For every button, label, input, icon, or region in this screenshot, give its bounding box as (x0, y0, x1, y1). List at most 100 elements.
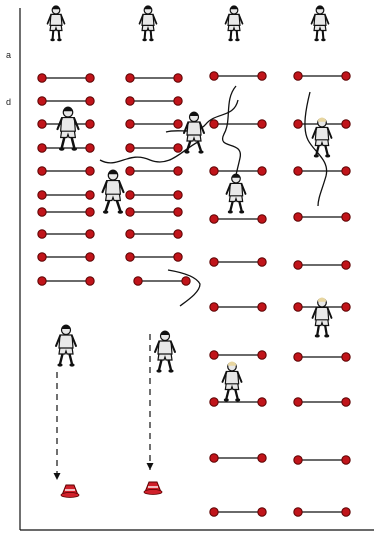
lane-4-rung-2-marker-2 (341, 119, 351, 129)
end-cones (60, 481, 163, 498)
lane-2-rung-6-marker-2 (173, 190, 183, 200)
lane-1-rung-6 (37, 190, 95, 200)
lane-2-rung-4-marker-2 (173, 143, 183, 153)
lane-3-rung-3-marker-1 (209, 166, 219, 176)
lane-4-rung-10-marker-1 (293, 507, 303, 517)
lane-2-rung-8-marker-2 (173, 229, 183, 239)
lane-1-rung-4 (37, 143, 95, 153)
lane-2-rung-10-marker-1 (133, 276, 143, 286)
lane-2-rung-3-marker-2 (173, 119, 183, 129)
lane-3-rung-3-marker-2 (257, 166, 267, 176)
lane-2-rung-5-marker-1 (125, 166, 135, 176)
lane-3-rung-5-marker-2 (257, 257, 267, 267)
lane-2-rung-9 (125, 252, 183, 262)
side-mark-a: a (6, 50, 12, 60)
sprint-line-2 (146, 334, 154, 470)
lane-1-rung-8-marker-1 (37, 229, 47, 239)
player-runner-lane-4b (311, 297, 333, 338)
lane-1-rung-8 (37, 229, 95, 239)
lane-1-rung-9-marker-1 (37, 252, 47, 262)
lane-3-rung-9 (209, 453, 267, 463)
path-lane-2b (167, 269, 201, 307)
lane-2-rung-9-marker-2 (173, 252, 183, 262)
lane-1-rung-9-marker-2 (85, 252, 95, 262)
lane-2-rung-5-marker-2 (173, 166, 183, 176)
lane-1-rung-10-marker-2 (85, 276, 95, 286)
lane-4-rung-6 (293, 302, 351, 312)
field-frame (19, 8, 374, 531)
lane-4-rung-4-marker-1 (293, 212, 303, 222)
lane-3-rung-6-marker-2 (257, 302, 267, 312)
lane-1-rung-7-marker-1 (37, 207, 47, 217)
players (46, 5, 333, 402)
lane-1-rung-1 (37, 73, 95, 83)
lane-1-rung-5 (37, 166, 95, 176)
player-start-lane-4 (310, 5, 330, 42)
lane-3-rung-2 (209, 119, 267, 129)
lane-4-rung-8-marker-2 (341, 397, 351, 407)
lane-4-rung-5 (293, 260, 351, 270)
lane-3-rung-6 (209, 302, 267, 312)
lane-4-rung-9-marker-1 (293, 455, 303, 465)
lane-3-rung-1-marker-2 (257, 71, 267, 81)
path-lane-4 (304, 91, 328, 207)
lane-2-rung-7-marker-2 (173, 207, 183, 217)
lane-2-rung-6 (125, 190, 183, 200)
lane-1-rung-5-marker-2 (85, 166, 95, 176)
lane-2-rung-3 (125, 119, 183, 129)
lane-3-rung-7-marker-2 (257, 350, 267, 360)
lane-2-rung-2 (125, 96, 183, 106)
lane-4-rung-7-marker-2 (341, 352, 351, 362)
path-lane-2a (165, 99, 239, 133)
lane-3-rung-8-marker-1 (209, 397, 219, 407)
player-start-lane-1 (46, 5, 66, 42)
lane-4-rung-9 (293, 455, 351, 465)
player-start-lane-2 (138, 5, 158, 42)
lane-2-rung-1 (125, 73, 183, 83)
end-cone-1 (60, 484, 80, 498)
lane-4-rung-6-marker-2 (341, 302, 351, 312)
player-runner-lane-4 (311, 117, 333, 158)
lane-3-rung-6-marker-1 (209, 302, 219, 312)
lane-1-rung-8-marker-2 (85, 229, 95, 239)
lane-1-rung-1-marker-1 (37, 73, 47, 83)
lane-1-rung-10 (37, 276, 95, 286)
lane-3-rung-1 (209, 71, 267, 81)
lane-3-rung-1-marker-1 (209, 71, 219, 81)
lane-1-rung-10-marker-1 (37, 276, 47, 286)
lane-2-rung-10 (133, 276, 191, 286)
lane-2-rung-8 (125, 229, 183, 239)
lane-2-rung-9-marker-1 (125, 252, 135, 262)
lane-3-rung-7 (209, 350, 267, 360)
lane-3-rung-4-marker-2 (257, 214, 267, 224)
lane-3-rung-4-marker-1 (209, 214, 219, 224)
lane-4-rung-7 (293, 352, 351, 362)
lane-4-rung-3 (293, 166, 351, 176)
lane-2-rung-5 (125, 166, 183, 176)
lane-4-rung-1 (293, 71, 351, 81)
lane-3-rung-4 (209, 214, 267, 224)
lane-4-rung-5-marker-2 (341, 260, 351, 270)
lane-1-rung-9 (37, 252, 95, 262)
lane-1-rung-7 (37, 207, 95, 217)
lane-1-rung-6-marker-2 (85, 190, 95, 200)
lane-3-rung-2-marker-2 (257, 119, 267, 129)
lane-2-rung-2-marker-2 (173, 96, 183, 106)
lane-3-rung-10-marker-1 (209, 507, 219, 517)
lane-4-rung-8 (293, 397, 351, 407)
lane-3-rung-10-marker-2 (257, 507, 267, 517)
lane-1-rung-6-marker-1 (37, 190, 47, 200)
lane-4-rung-3-marker-1 (293, 166, 303, 176)
lane-2-rung-7 (125, 207, 183, 217)
lane-4-rung-5-marker-1 (293, 260, 303, 270)
lane-4-rung-9-marker-2 (341, 455, 351, 465)
lane-2-rung-7-marker-1 (125, 207, 135, 217)
lane-3-rung-9-marker-1 (209, 453, 219, 463)
lane-3-rung-10 (209, 507, 267, 517)
player-sprinter-2 (154, 330, 176, 373)
lane-3-rung-3 (209, 166, 267, 176)
lane-1-rung-1-marker-2 (85, 73, 95, 83)
lane-1-rung-3-marker-2 (85, 119, 95, 129)
